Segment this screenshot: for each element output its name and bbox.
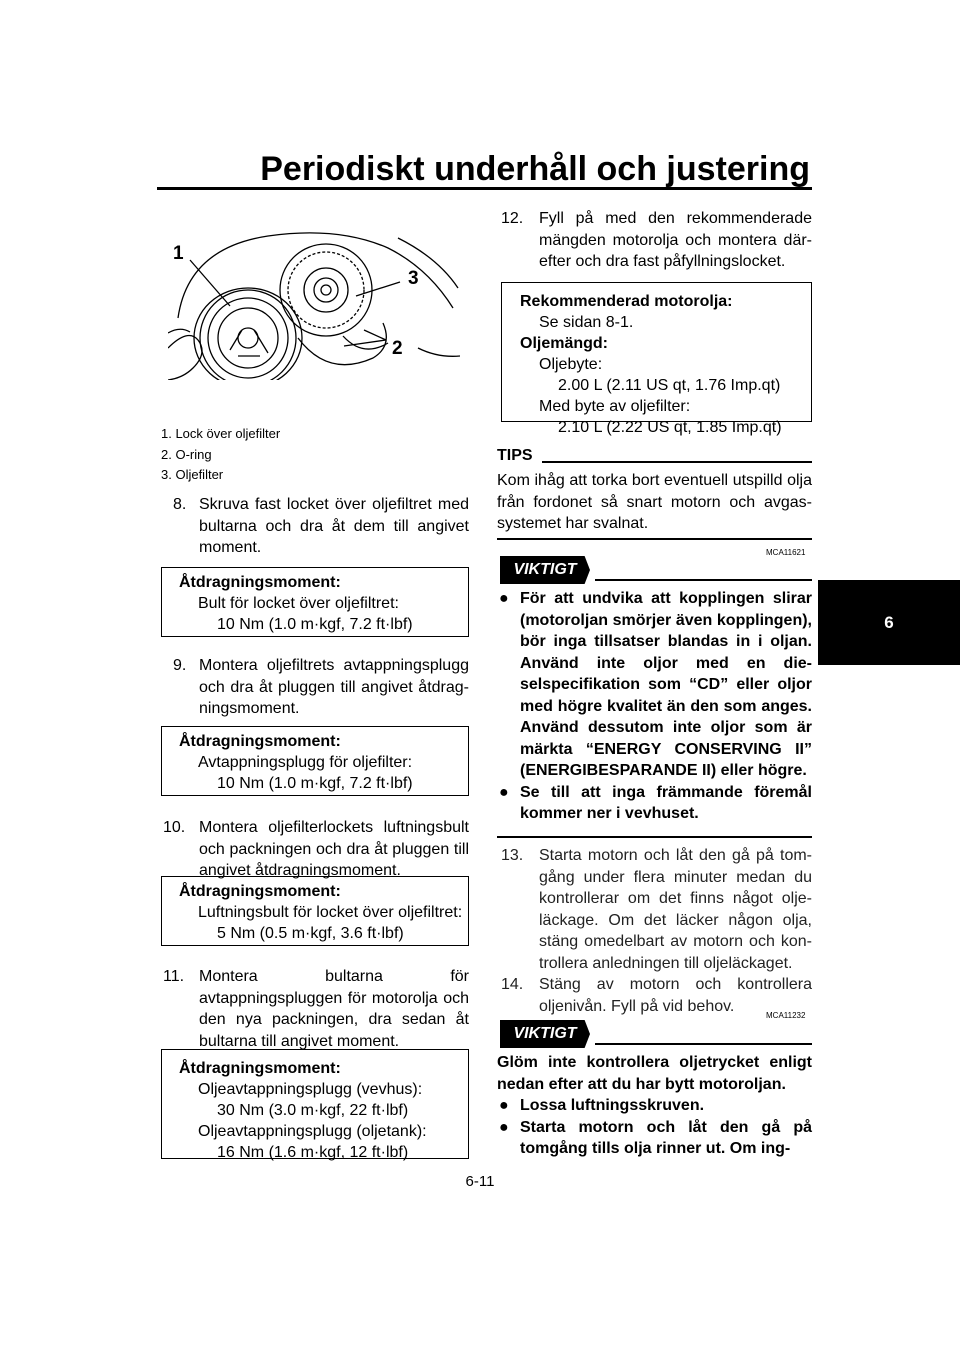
- box-line: Oljebyte:: [539, 356, 603, 373]
- step-number: 14.: [501, 976, 524, 993]
- viktigt-intro: Glöm inte kontrollera oljetrycket enligt…: [497, 1054, 812, 1093]
- viktigt-bullet-list: ● Lossa luftningsskruven. ● Starta motor…: [497, 1095, 812, 1160]
- step-text: Montera oljefilterlockets luftningsbult …: [199, 819, 469, 879]
- warning-code: MCA11232: [766, 1011, 806, 1020]
- step-text: Fyll på med den rekommenderade mängden m…: [539, 210, 812, 270]
- box-line: Oljeavtappningsplugg (vevhus):: [198, 1081, 423, 1098]
- step-number: 9.: [173, 657, 187, 674]
- box-line: Med byte av oljefilter:: [539, 398, 691, 415]
- box-value: 10 Nm (1.0 m·kgf, 7.2 ft·lbf): [217, 616, 413, 633]
- tips-rule-bottom: [497, 538, 812, 540]
- caption-3: 3. Oljefilter: [161, 467, 224, 482]
- page-title: Periodiskt underhåll och justering: [260, 150, 810, 188]
- box-value: 30 Nm (3.0 m·kgf, 22 ft·lbf): [217, 1102, 409, 1119]
- bullet-item: ● Se till att inga främmande föremål kom…: [497, 782, 812, 825]
- step-number: 10.: [163, 819, 186, 836]
- box-heading: Åtdragningsmoment:: [179, 1060, 341, 1077]
- box-line: Se sidan 8-1.: [539, 314, 634, 331]
- caption-1: 1. Lock över oljefilter: [161, 426, 281, 441]
- box-heading: Åtdragningsmoment:: [179, 883, 341, 900]
- bullet-dot: ●: [499, 1097, 509, 1114]
- step-text: Montera oljefiltrets avtappningsplugg oc…: [199, 657, 469, 717]
- box-value: 5 Nm (0.5 m·kgf, 3.6 ft·lbf): [217, 925, 404, 942]
- step-text: Skruva fast locket över oljefiltret med …: [199, 496, 469, 556]
- warning-code: MCA11621: [766, 548, 806, 557]
- bullet-text: Starta motorn och låt den gå på tomgång …: [520, 1118, 812, 1158]
- torque-box-3: Åtdragningsmoment: Luftningsbult för loc…: [161, 876, 469, 946]
- bullet-text: För att undvika att kopplingen slirar (m…: [520, 590, 812, 779]
- step-number: 13.: [501, 847, 524, 864]
- box-value: 10 Nm (1.0 m·kgf, 7.2 ft·lbf): [217, 775, 413, 792]
- torque-box-1: Åtdragningsmoment: Bult för locket över …: [161, 567, 469, 637]
- bullet-text: Lossa luftningsskruven.: [520, 1097, 705, 1114]
- step-9: 9. Montera oljefiltrets avtappningsplugg…: [157, 655, 469, 720]
- torque-box-2: Åtdragningsmoment: Avtappningsplugg för …: [161, 726, 469, 796]
- tips-rule-top: [542, 461, 812, 463]
- callout-2: 2: [392, 338, 403, 359]
- oil-spec-box: Rekommenderad motorolja: Se sidan 8-1. O…: [501, 282, 812, 436]
- viktigt-rule-top: [595, 579, 812, 581]
- title-rule: [157, 187, 812, 190]
- box-heading: Åtdragningsmoment:: [179, 733, 341, 750]
- callout-1: 1: [173, 243, 184, 264]
- bullet-dot: ●: [499, 783, 509, 801]
- page-number: 6-11: [465, 1173, 495, 1190]
- chapter-tab: 6: [818, 580, 960, 665]
- step-number: 11.: [163, 968, 185, 985]
- step-12: 12. Fyll på med den rekommenderade mängd…: [497, 208, 812, 273]
- step-10: 10. Montera oljefilterlockets luftningsb…: [157, 817, 469, 882]
- viktigt-bullet-list: ● För att undvika att kopplingen slirar …: [497, 588, 812, 825]
- box-value: 2.00 L (2.11 US qt, 1.76 Imp.qt): [558, 377, 781, 394]
- callout-3: 3: [408, 268, 419, 289]
- step-13: 13. Starta motorn och låt den gå på tom­…: [497, 845, 812, 974]
- bullet-item: ● För att undvika att kopplingen slirar …: [497, 588, 812, 782]
- bullet-dot: ●: [499, 590, 509, 607]
- box-line: Bult för locket över oljefiltret:: [198, 595, 399, 612]
- viktigt-label: VIKTIGT: [500, 1020, 590, 1048]
- tips-text: Kom ihåg att torka bort eventuell utspil…: [497, 472, 812, 532]
- viktigt-rule-top: [595, 1043, 812, 1045]
- box-heading: Åtdragningsmoment:: [179, 574, 341, 591]
- step-number: 8.: [173, 496, 187, 513]
- step-14: 14. Stäng av motorn och kontrollera olje…: [497, 974, 812, 1017]
- step-8: 8. Skruva fast locket över oljefiltret m…: [157, 494, 469, 559]
- viktigt-rule-bottom: [497, 836, 812, 838]
- bullet-item: ● Starta motorn och låt den gå på tomgån…: [497, 1117, 812, 1160]
- bullet-item: ● Lossa luftningsskruven.: [497, 1095, 812, 1117]
- tips-label: TIPS: [497, 447, 533, 464]
- box-line: Oljeavtappningsplugg (oljetank):: [198, 1123, 427, 1140]
- box-line: Avtappningsplugg för oljefilter:: [198, 754, 413, 771]
- box-heading: Rekommenderad motorolja:: [520, 293, 733, 310]
- box-heading: Oljemängd:: [520, 335, 609, 352]
- step-11: 11. Montera bultarna för avtappningsplug…: [157, 966, 469, 1052]
- box-value: 2.10 L (2.22 US qt, 1.85 Imp.qt): [558, 419, 782, 436]
- oil-filter-illustration: [167, 228, 461, 389]
- step-text: Stäng av motorn och kontrollera oljeni­v…: [539, 976, 812, 1015]
- caption-2: 2. O-ring: [161, 447, 212, 462]
- bullet-dot: ●: [499, 1118, 509, 1136]
- step-text: Montera bultarna för avtappningsplug­gen…: [199, 968, 469, 1050]
- box-line: Luftningsbult för locket över oljefiltre…: [198, 904, 463, 921]
- box-value: 16 Nm (1.6 m·kgf, 12 ft·lbf): [217, 1144, 409, 1161]
- step-text: Starta motorn och låt den gå på tom­gång…: [539, 847, 812, 972]
- bullet-text: Se till att inga främmande föremål komme…: [520, 783, 812, 823]
- torque-box-4: Åtdragningsmoment: Oljeavtappningsplugg …: [161, 1049, 469, 1161]
- step-number: 12.: [501, 210, 524, 227]
- viktigt-label: VIKTIGT: [500, 556, 590, 584]
